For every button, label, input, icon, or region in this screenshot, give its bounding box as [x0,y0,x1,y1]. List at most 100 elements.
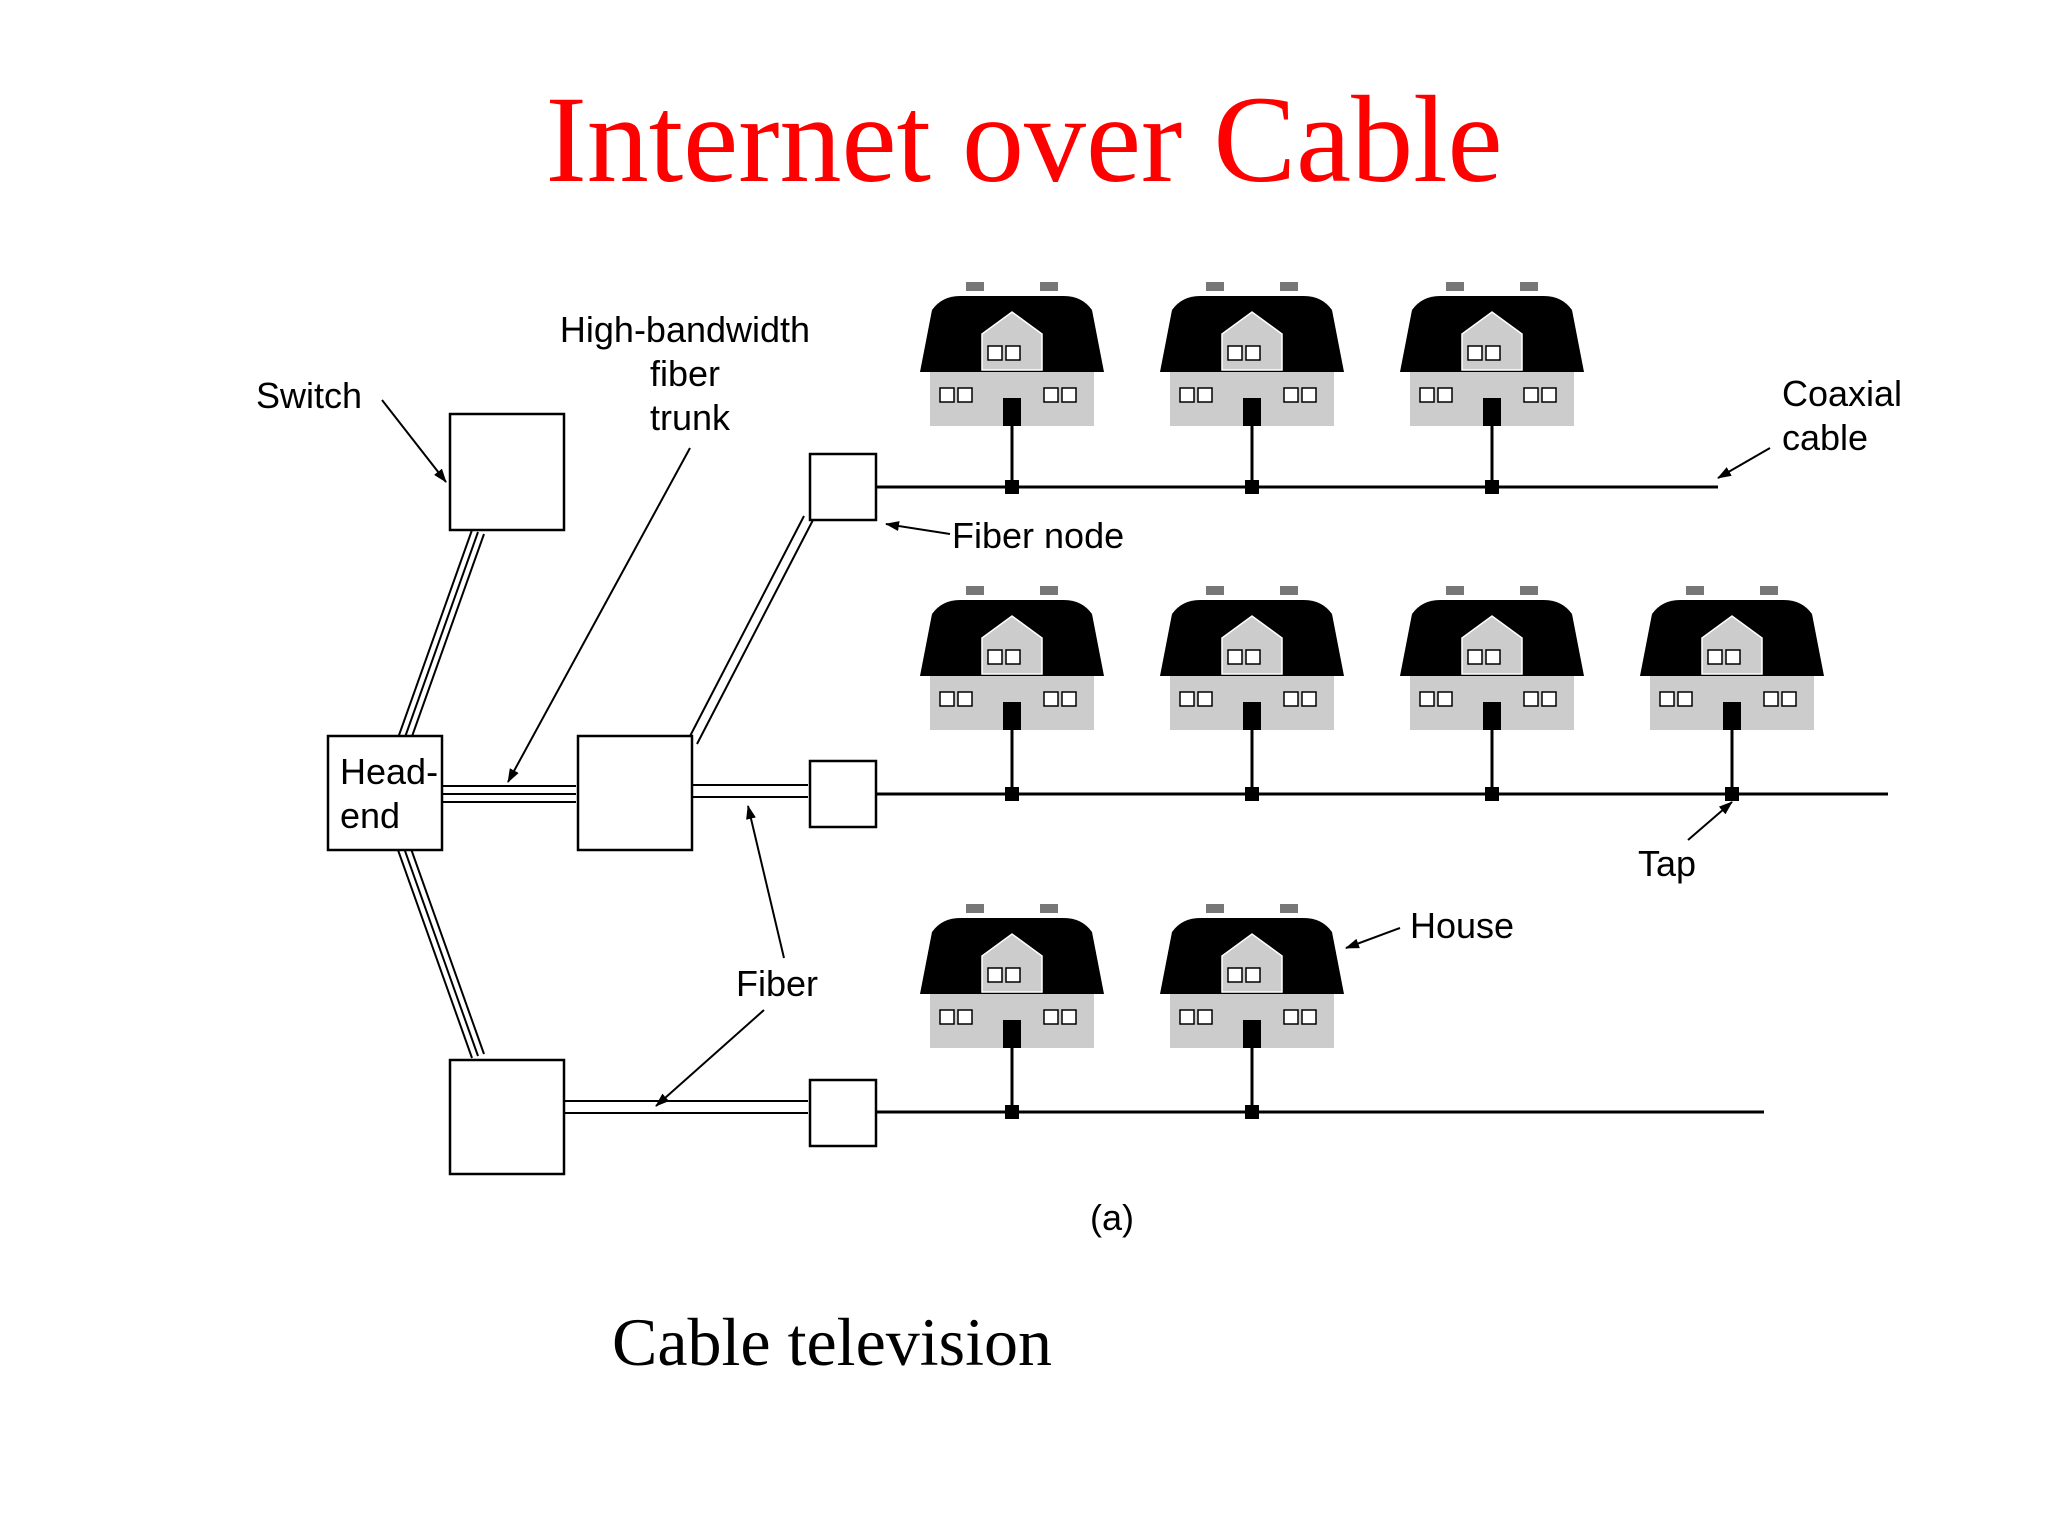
window [1725,649,1741,665]
headend-label-line2: end [340,795,400,836]
fiber-node-middle [808,759,878,829]
fiber-label: Fiber [736,963,818,1004]
chimney [1280,586,1298,595]
window [1659,691,1675,707]
switch-label: Switch [256,375,362,416]
chimney [1040,586,1058,595]
house [1160,282,1344,494]
window [957,387,973,403]
tap-pointer [1687,801,1733,841]
chimney [1446,282,1464,291]
window [1245,649,1261,665]
fiber-node-bottom [808,1078,878,1148]
headend-label: Head- end [340,751,448,836]
window [939,387,955,403]
window [1283,691,1299,707]
chimney [1206,282,1224,291]
tap [1005,480,1019,494]
fiber-pointer-upper [746,805,785,959]
window [1541,387,1557,403]
window [1707,649,1723,665]
window [987,345,1003,361]
window [1005,967,1021,983]
window [939,1009,955,1025]
house [1160,586,1344,801]
house-door [1243,1020,1261,1048]
window [1197,1009,1213,1025]
window [1061,387,1077,403]
window [1419,387,1435,403]
house-door [1243,398,1261,426]
window [1437,691,1453,707]
window [1301,1009,1317,1025]
headend-box [326,734,444,852]
window [1541,691,1557,707]
window [957,691,973,707]
switch-box-middle [576,734,694,852]
window [1485,649,1501,665]
tap [1245,787,1259,801]
slide-caption: Cable television [612,1304,1053,1380]
chimney [1280,282,1298,291]
house [1400,586,1584,801]
window [939,691,955,707]
house-label: House [1410,905,1514,946]
tap [1245,480,1259,494]
window [1523,691,1539,707]
window [1419,691,1435,707]
window [1061,1009,1077,1025]
chimney [966,904,984,913]
house [920,904,1104,1119]
tap [1005,1105,1019,1119]
fiber-pointer-lower [655,1009,765,1107]
house-door [1003,702,1021,730]
window [1301,691,1317,707]
window [1245,345,1261,361]
window [1179,1009,1195,1025]
house-door [1243,702,1261,730]
window [1197,691,1213,707]
window [1227,345,1243,361]
fiber-trunk [442,785,576,803]
trunk-label: High-bandwidth fiber trunk [560,309,820,438]
slide-title: Internet over Cable [545,71,1503,208]
tap [1485,480,1499,494]
trunk-pointer [507,447,691,783]
window [1485,345,1501,361]
fiber-link-node-top [687,515,814,745]
fiber-links [397,515,814,1114]
figure-label: (a) [1090,1197,1134,1238]
house [1400,282,1584,494]
chimney [1520,586,1538,595]
chimney [1686,586,1704,595]
switch-box-top [448,412,566,532]
pointer-arrows [381,399,1771,1107]
chimney [1520,282,1538,291]
window [1763,691,1779,707]
chimney [1280,904,1298,913]
coaxial-cable-label-line2: cable [1782,417,1868,458]
chimney [1206,904,1224,913]
trunk-label-line3: trunk [650,397,731,438]
window [1283,387,1299,403]
fiber-link-headend-switch-bottom [397,845,485,1059]
window [1523,387,1539,403]
window [987,967,1003,983]
chimney [1040,904,1058,913]
house [920,282,1104,494]
coax-pointer [1717,447,1771,479]
chimney [966,586,984,595]
house-door [1003,1020,1021,1048]
window [1283,1009,1299,1025]
window [1437,387,1453,403]
window [1467,345,1483,361]
chimney [966,282,984,291]
coaxial-cable-label: Coaxial cable [1782,373,1912,458]
tap [1725,787,1739,801]
headend-label-line1: Head- [340,751,438,792]
switch-box-bottom [448,1058,566,1176]
trunk-label-line1: High-bandwidth [560,309,810,350]
window [1005,345,1021,361]
fiber-node-label: Fiber node [952,515,1124,556]
